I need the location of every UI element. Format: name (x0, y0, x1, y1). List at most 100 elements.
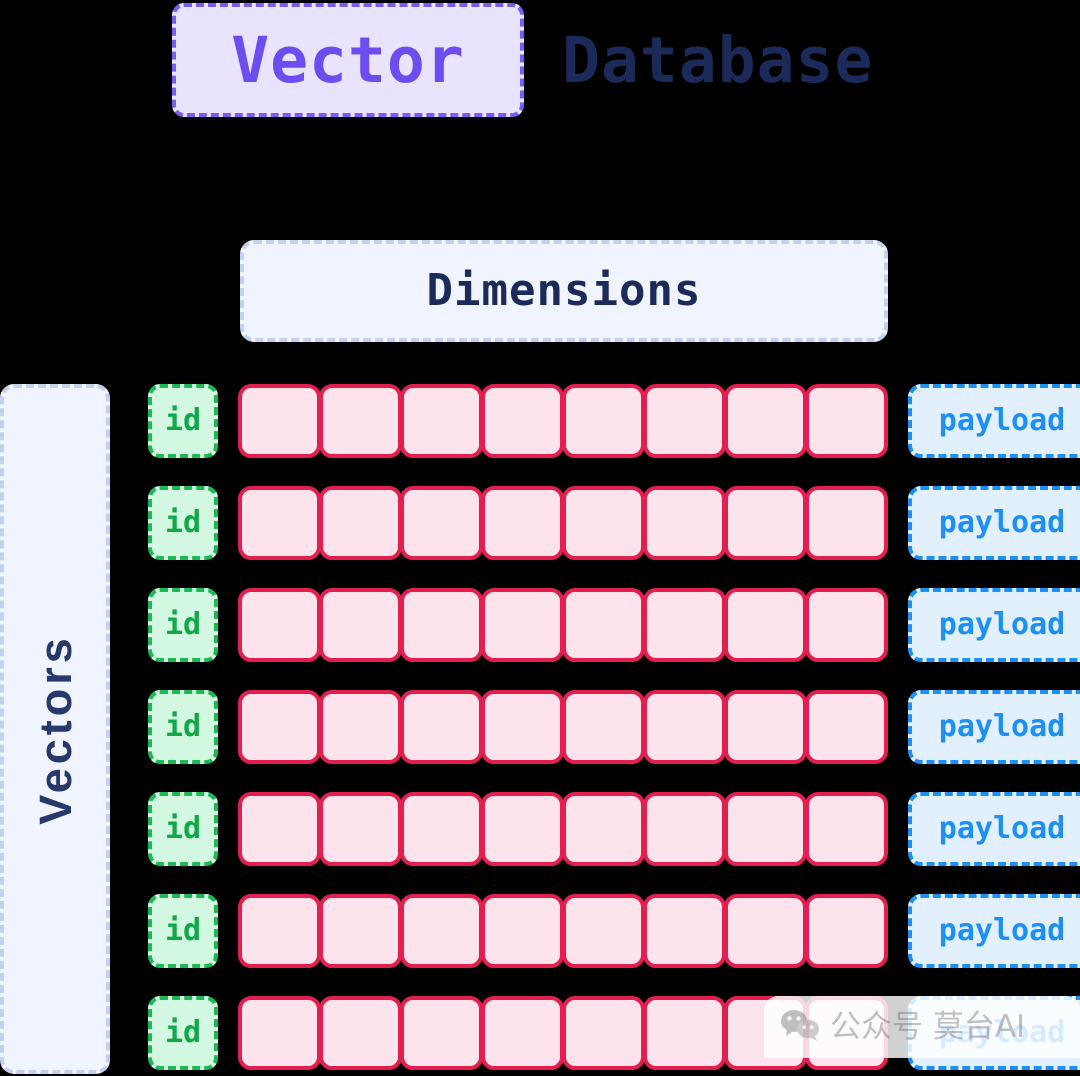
vector-row[interactable]: id payload (148, 996, 1080, 1070)
dimension-cell[interactable] (481, 690, 564, 764)
dimension-strip (238, 996, 888, 1070)
dimension-cell[interactable] (238, 690, 321, 764)
dimension-cell[interactable] (805, 690, 888, 764)
dimension-strip (238, 690, 888, 764)
payload-label: payload (938, 913, 1066, 948)
dimension-cell[interactable] (643, 384, 726, 458)
vector-id-box[interactable]: id (148, 486, 218, 560)
dimension-cell[interactable] (319, 486, 402, 560)
vector-row[interactable]: id payload (148, 384, 1080, 458)
dimension-cell[interactable] (643, 996, 726, 1070)
vector-row[interactable]: id payload (148, 486, 1080, 560)
dimension-cell[interactable] (724, 384, 807, 458)
vector-id-box[interactable]: id (148, 384, 218, 458)
page-title: Vector Database (172, 2, 873, 118)
payload-box[interactable]: payload (908, 588, 1080, 662)
dimension-cell[interactable] (643, 486, 726, 560)
dimension-cell[interactable] (319, 588, 402, 662)
payload-label: payload (938, 607, 1066, 642)
dimension-cell[interactable] (400, 486, 483, 560)
payload-label: payload (938, 811, 1066, 846)
payload-box[interactable]: payload (908, 486, 1080, 560)
payload-box[interactable]: payload (908, 894, 1080, 968)
vector-row[interactable]: id payload (148, 588, 1080, 662)
dimension-cell[interactable] (724, 588, 807, 662)
payload-box[interactable]: payload (908, 384, 1080, 458)
dimension-cell[interactable] (724, 690, 807, 764)
dimension-cell[interactable] (400, 690, 483, 764)
vector-id-label: id (164, 913, 202, 948)
dimension-cell[interactable] (643, 894, 726, 968)
dimension-cell[interactable] (400, 384, 483, 458)
dimension-cell[interactable] (805, 996, 888, 1070)
dimension-cell[interactable] (643, 690, 726, 764)
dimension-strip (238, 792, 888, 866)
dimension-cell[interactable] (724, 486, 807, 560)
dimension-cell[interactable] (319, 690, 402, 764)
vector-id-box[interactable]: id (148, 996, 218, 1070)
dimension-cell[interactable] (643, 792, 726, 866)
vector-row[interactable]: id payload (148, 894, 1080, 968)
payload-label: payload (938, 709, 1066, 744)
dimension-cell[interactable] (562, 384, 645, 458)
dimension-cell[interactable] (319, 894, 402, 968)
dimension-cell[interactable] (562, 894, 645, 968)
vector-id-label: id (164, 709, 202, 744)
dimension-cell[interactable] (481, 894, 564, 968)
dimension-cell[interactable] (562, 690, 645, 764)
dimension-cell[interactable] (562, 588, 645, 662)
dimension-cell[interactable] (481, 792, 564, 866)
vector-row[interactable]: id payload (148, 792, 1080, 866)
dimension-cell[interactable] (400, 588, 483, 662)
vector-id-label: id (164, 811, 202, 846)
vector-row[interactable]: id payload (148, 690, 1080, 764)
vector-id-label: id (164, 607, 202, 642)
vector-id-label: id (164, 505, 202, 540)
vector-id-box[interactable]: id (148, 690, 218, 764)
payload-box[interactable]: payload (908, 996, 1080, 1070)
dimension-cell[interactable] (400, 996, 483, 1070)
dimension-cell[interactable] (481, 588, 564, 662)
dimension-cell[interactable] (238, 996, 321, 1070)
dimension-cell[interactable] (319, 384, 402, 458)
dimension-cell[interactable] (481, 996, 564, 1070)
dimension-cell[interactable] (319, 996, 402, 1070)
dimension-cell[interactable] (805, 894, 888, 968)
dimension-cell[interactable] (238, 588, 321, 662)
vector-id-box[interactable]: id (148, 588, 218, 662)
dimension-cell[interactable] (481, 384, 564, 458)
payload-label: payload (938, 1015, 1066, 1050)
payload-box[interactable]: payload (908, 690, 1080, 764)
dimension-cell[interactable] (400, 894, 483, 968)
dimension-cell[interactable] (724, 996, 807, 1070)
dimension-cell[interactable] (805, 588, 888, 662)
title-vector-label: Vector (231, 23, 465, 97)
dimension-cell[interactable] (238, 384, 321, 458)
dimension-cell[interactable] (724, 894, 807, 968)
dimension-cell[interactable] (238, 486, 321, 560)
dimension-cell[interactable] (481, 486, 564, 560)
dimension-cell[interactable] (319, 792, 402, 866)
dimension-cell[interactable] (562, 792, 645, 866)
vector-id-box[interactable]: id (148, 894, 218, 968)
dimensions-header-box: Dimensions (240, 240, 888, 342)
dimension-cell[interactable] (238, 792, 321, 866)
vector-id-label: id (164, 403, 202, 438)
dimension-cell[interactable] (562, 996, 645, 1070)
dimension-strip (238, 588, 888, 662)
dimension-cell[interactable] (724, 792, 807, 866)
dimension-cell[interactable] (238, 894, 321, 968)
title-database-label: Database (562, 23, 874, 97)
dimension-cell[interactable] (805, 792, 888, 866)
dimension-cell[interactable] (805, 486, 888, 560)
dimension-cell[interactable] (643, 588, 726, 662)
payload-box[interactable]: payload (908, 792, 1080, 866)
dimension-cell[interactable] (805, 384, 888, 458)
dimension-strip (238, 894, 888, 968)
vector-id-box[interactable]: id (148, 792, 218, 866)
payload-label: payload (938, 403, 1066, 438)
dimension-cell[interactable] (562, 486, 645, 560)
dimension-cell[interactable] (400, 792, 483, 866)
dimension-strip (238, 486, 888, 560)
